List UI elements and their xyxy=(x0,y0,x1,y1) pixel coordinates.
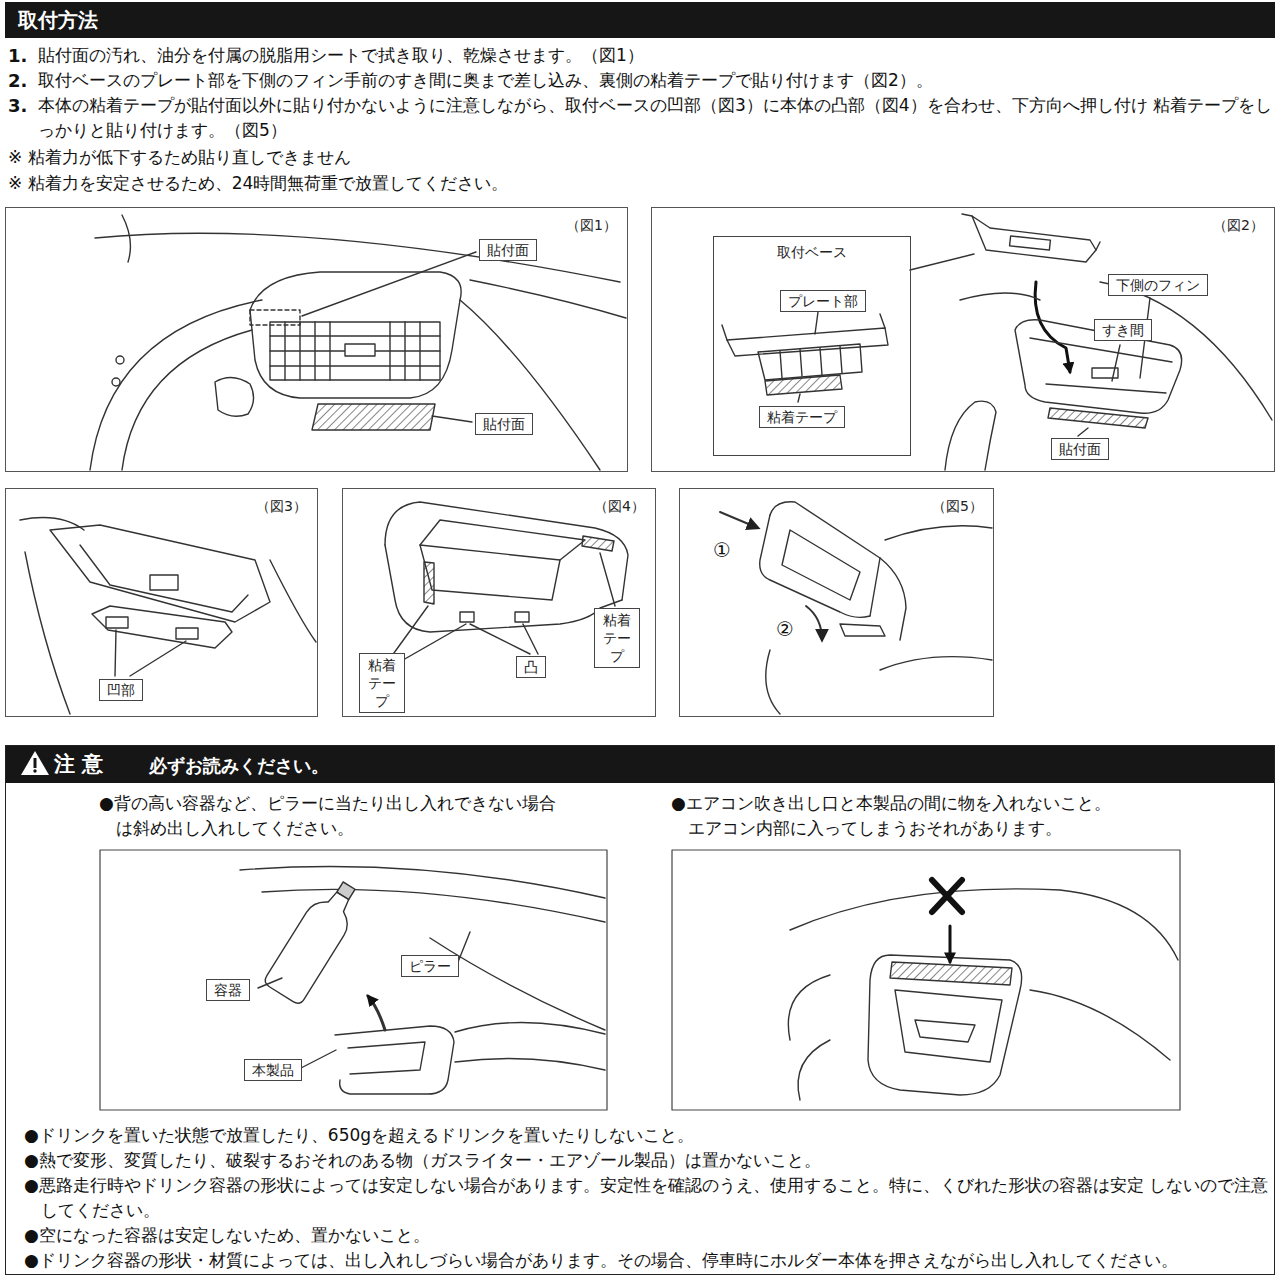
part-label-box: プレート部 xyxy=(780,290,866,312)
part-label: 貼付面 xyxy=(487,242,529,258)
part-label: 凸 xyxy=(524,659,538,675)
part-label: 貼付面 xyxy=(1059,441,1101,457)
part-label: 粘着テープ xyxy=(767,409,837,425)
part-label-box: 本製品 xyxy=(244,1059,302,1081)
figure-number: （図4） xyxy=(594,497,645,515)
part-label-box: 粘着 テープ xyxy=(359,653,405,713)
part-label-box: 貼付面 xyxy=(1051,438,1109,460)
part-label: ピラー xyxy=(409,958,451,974)
part-label-box: 貼付面 xyxy=(479,239,537,261)
mounting-base-box: 取付ベースプレート部粘着テープ xyxy=(713,236,911,456)
figure-number: （図2） xyxy=(1213,216,1264,234)
note-text: ※ 粘着力が低下するため貼り直しできません xyxy=(8,145,1208,170)
note-text: ※ 粘着力を安定させるため、24時間無荷重で放置してください。 xyxy=(8,171,1208,196)
caution-text: 必ずお読みください。 xyxy=(149,754,329,778)
box-heading: 取付ベース xyxy=(714,243,910,261)
part-label-box: 下側のフィン xyxy=(1108,274,1208,296)
header-band xyxy=(5,2,1275,38)
part-label-box: 粘着テープ xyxy=(759,406,845,428)
figure-panel: （図5） xyxy=(679,488,994,717)
caution-text: ●熱で変形、変質したり、破裂するおそれのある物（ガスライター・エアゾール製品）は… xyxy=(24,1148,1269,1173)
step-text: 取付ベースのプレート部を下側のフィン手前のすき間に奥まで差し込み、裏側の粘着テー… xyxy=(38,68,1268,93)
figure-panel: （図1）貼付面貼付面 xyxy=(5,207,628,472)
caution-text: ●ドリンクを置いた状態で放置したり、650gを超えるドリンクを置いたりしないこと… xyxy=(24,1123,1269,1148)
callout-number: ① xyxy=(713,539,731,561)
step-number: 3. xyxy=(8,93,27,118)
figure-panel: （図4）粘着 テープ凸粘着 テープ xyxy=(342,488,656,717)
step-number: 2. xyxy=(8,68,27,93)
part-label: 粘着 テープ xyxy=(603,612,631,664)
figure-number: （図1） xyxy=(566,216,617,234)
part-label-box: 貼付面 xyxy=(475,413,533,435)
step-text: 貼付面の汚れ、油分を付属の脱脂用シートで拭き取り、乾燥させます。（図1） xyxy=(38,43,1268,68)
warning-triangle xyxy=(21,751,49,775)
figure-panel: （図3） 凹部 xyxy=(5,488,318,717)
figure-panel: （図2） 取付ベースプレート部粘着テープ 下側のフィンすき間貼付面 xyxy=(651,207,1275,472)
caution-box: 注 意 必ずお読みください。 ●背の高い容器など、ピラーに当たり出し入れできない場合… xyxy=(5,745,1275,1275)
part-label: 凹部 xyxy=(107,682,135,698)
step-text: 本体の粘着テープが貼付面以外に貼り付かないように注意しながら、取付ベースの凹部（… xyxy=(38,93,1273,143)
caution-text: ●エアコン吹き出し口と本製品の間に物を入れないこと。 エアコン内部に入ってしまう… xyxy=(671,791,1126,841)
page-title: 取付方法 xyxy=(18,7,98,33)
part-label-box: 凸 xyxy=(516,656,546,678)
figure-number: （図5） xyxy=(932,497,983,515)
part-label: プレート部 xyxy=(788,293,858,309)
caution-text: 注 意 xyxy=(54,751,103,777)
part-label: 下側のフィン xyxy=(1116,277,1200,293)
part-label-box: 凹部 xyxy=(99,679,143,701)
part-label-box: ピラー xyxy=(401,955,459,977)
part-label: 容器 xyxy=(214,982,242,998)
caution-text: ●ドリンク容器の形状・材質によっては、出し入れしづらい場合があります。その場合、… xyxy=(24,1248,1269,1273)
part-label: 本製品 xyxy=(252,1062,294,1078)
caution-text: ●背の高い容器など、ピラーに当たり出し入れできない場合 は斜め出し入れしてくださ… xyxy=(99,791,569,841)
callout-number: ② xyxy=(776,618,794,640)
figure-number: （図3） xyxy=(256,497,307,515)
step-number: 1. xyxy=(8,43,27,68)
caution-band xyxy=(5,745,1275,783)
part-label: すき間 xyxy=(1102,322,1144,338)
part-label: 粘着 テープ xyxy=(368,657,396,709)
part-label: 貼付面 xyxy=(483,416,525,432)
caution-text: ●空になった容器は安定しないため、置かないこと。 xyxy=(24,1223,1269,1248)
part-label-box: 容器 xyxy=(206,979,250,1001)
part-label-box: すき間 xyxy=(1094,319,1152,341)
caution-text: ●悪路走行時やドリンク容器の形状によっては安定しない場合があります。安定性を確認… xyxy=(24,1173,1269,1223)
part-label-box: 粘着 テープ xyxy=(594,608,640,668)
